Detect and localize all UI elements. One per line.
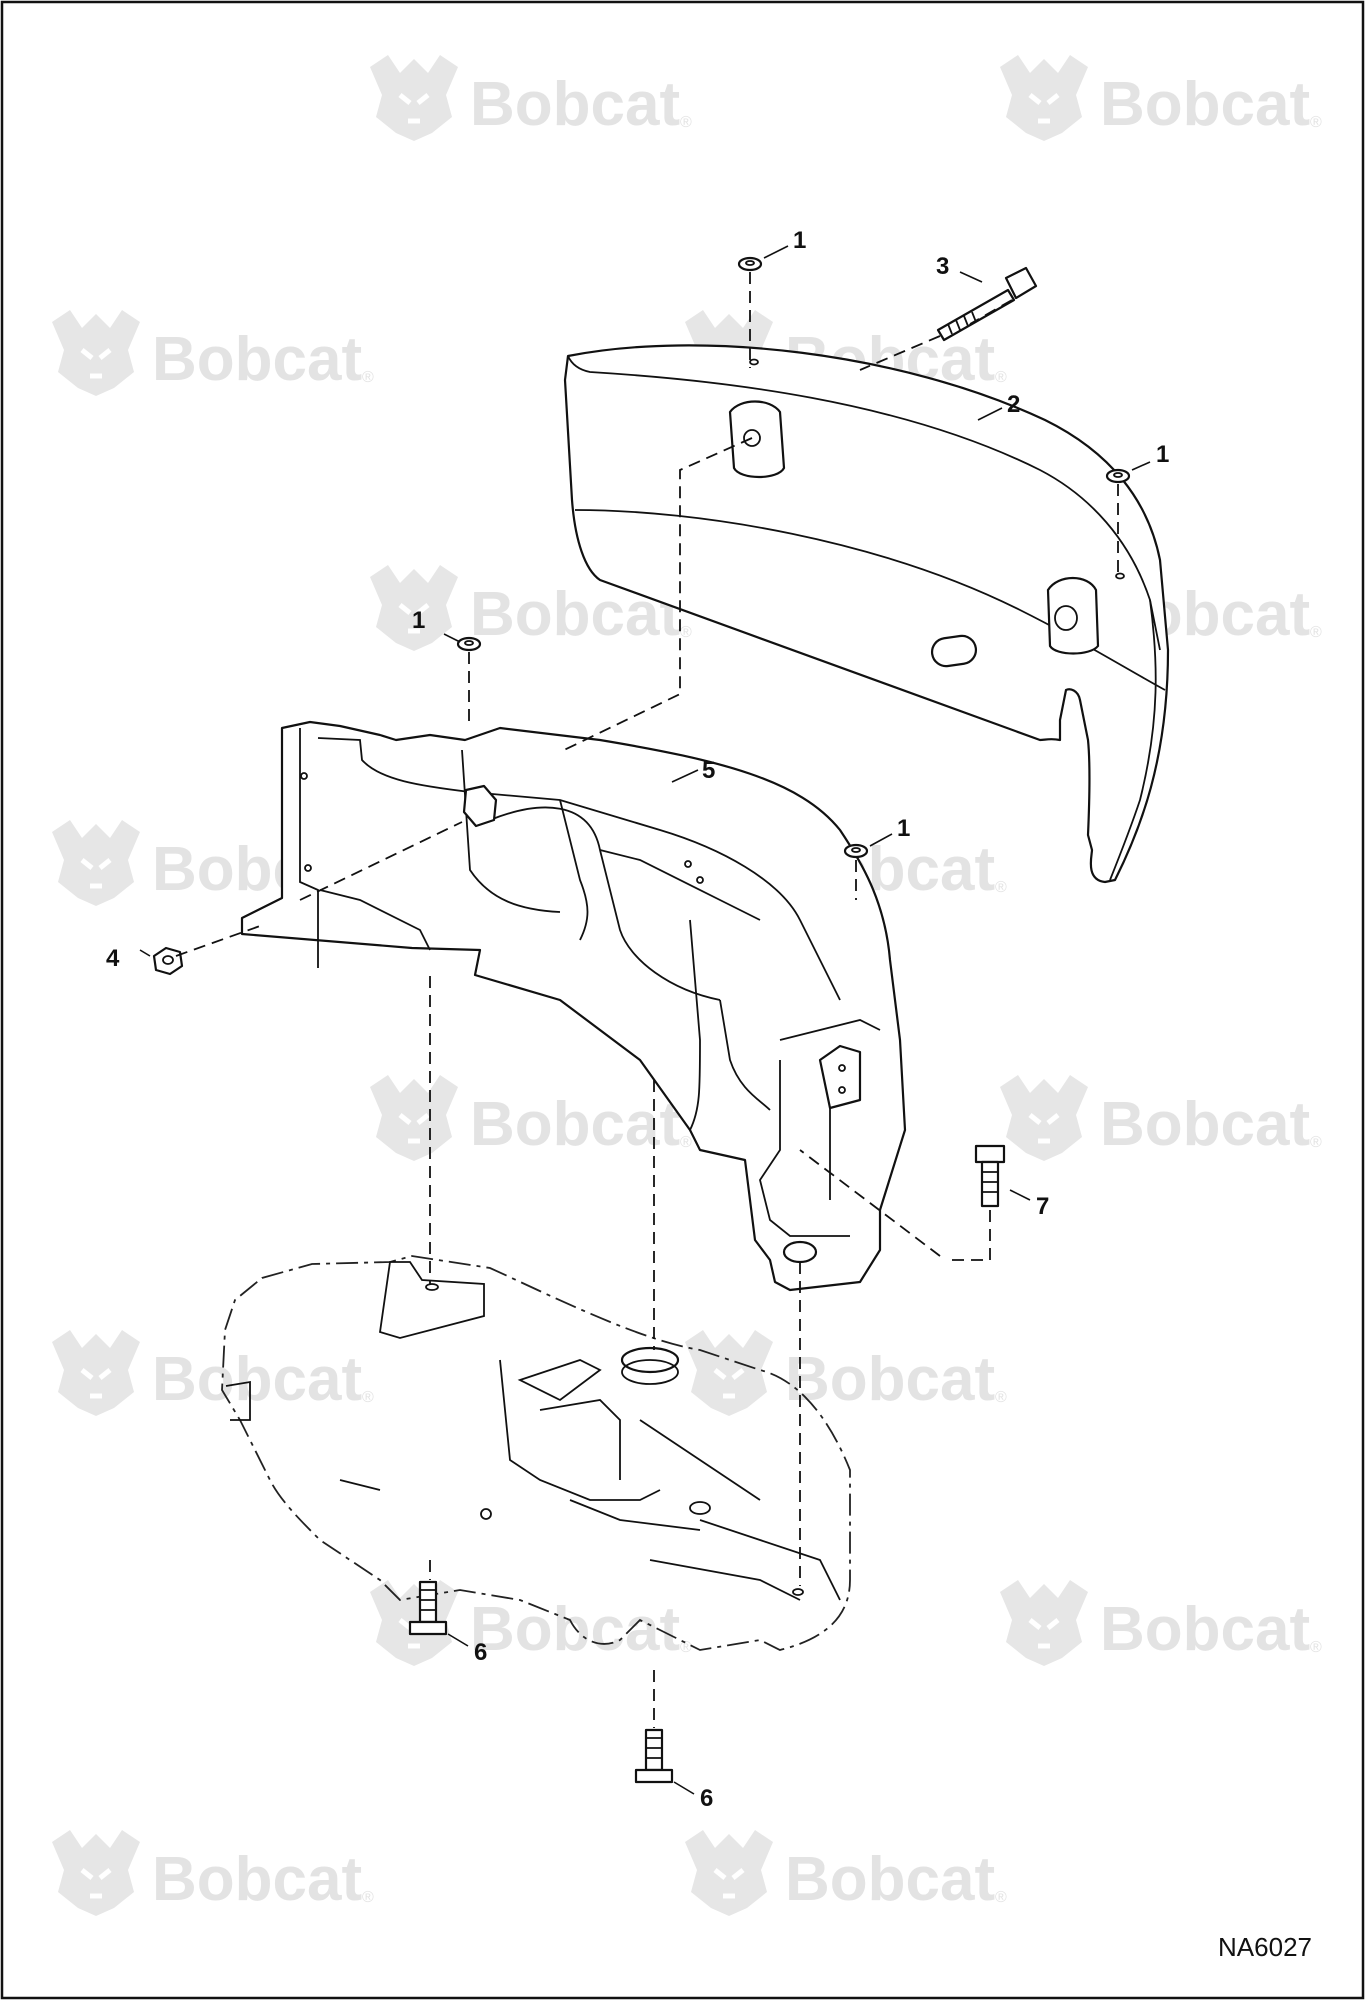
watermark-mark: ® xyxy=(1310,1639,1322,1656)
watermark-text: Bobcat xyxy=(470,70,680,139)
watermark-text: Bobcat xyxy=(470,1090,680,1159)
washer-right-icon xyxy=(1105,468,1131,484)
watermark-mark: ® xyxy=(362,1889,374,1906)
bottom-bolt-center-icon xyxy=(634,1728,674,1784)
watermark-text: Bobcat xyxy=(1100,70,1310,139)
bottom-bolt-left-icon xyxy=(408,1580,448,1636)
washer-bracket-icon xyxy=(843,843,869,859)
watermark-mark: ® xyxy=(1310,1134,1322,1151)
watermark-text: Bobcat xyxy=(152,1345,362,1414)
long-bolt-icon xyxy=(936,266,1038,342)
callout-counterweight: 2 xyxy=(1007,391,1020,418)
mounting-bracket-part xyxy=(240,720,907,1292)
watermark-mark: ® xyxy=(995,369,1007,386)
watermark-mark: ® xyxy=(362,1389,374,1406)
watermark-mark: ® xyxy=(680,1134,692,1151)
callout-nut: 4 xyxy=(106,945,120,972)
watermark-mark: ® xyxy=(680,1639,692,1656)
callout-bracket: 5 xyxy=(702,757,715,784)
callout-washer-right: 1 xyxy=(1156,441,1169,468)
washer-top-center-icon xyxy=(737,256,763,272)
watermark-layer: Bobcat® Bobcat® Bobcat® Bobcat® Bobcat® … xyxy=(52,55,1322,1916)
leader-lines xyxy=(139,245,1151,1795)
machine-frame-phantom xyxy=(221,1255,851,1651)
watermark-text: Bobcat xyxy=(152,1845,362,1914)
side-bolt-icon xyxy=(974,1144,1006,1208)
assembly-centerlines xyxy=(175,272,1119,1728)
callout-washer-top-center: 1 xyxy=(793,227,806,254)
watermark-text: Bobcat xyxy=(785,1845,995,1914)
hex-nut-icon xyxy=(152,946,184,976)
callout-washer-left: 1 xyxy=(412,607,425,634)
watermark-mark: ® xyxy=(1310,624,1322,641)
callout-bolt-side: 7 xyxy=(1036,1193,1049,1220)
watermark-mark: ® xyxy=(1310,114,1322,131)
callout-bolt-bottom-left: 6 xyxy=(474,1639,487,1666)
watermark-mark: ® xyxy=(680,624,692,641)
callout-washer-bracket: 1 xyxy=(897,815,910,842)
washer-left-icon xyxy=(456,636,482,652)
watermark-text: Bobcat xyxy=(1100,1090,1310,1159)
watermark-mark: ® xyxy=(362,369,374,386)
callout-labels: 1 3 2 1 1 5 1 4 7 6 6 xyxy=(106,227,1169,1812)
callout-bolt-bottom-center: 6 xyxy=(700,1785,713,1812)
watermark-mark: ® xyxy=(995,1889,1007,1906)
watermark-mark: ® xyxy=(680,114,692,131)
watermark-text: Bobcat xyxy=(785,1345,995,1414)
watermark-text: Bobcat xyxy=(152,325,362,394)
watermark-mark: ® xyxy=(995,1389,1007,1406)
figure-id: NA6027 xyxy=(1218,1932,1312,1962)
watermark-text: Bobcat xyxy=(1100,1595,1310,1664)
callout-bolt-long: 3 xyxy=(936,253,949,280)
counterweight-part xyxy=(563,344,1170,884)
watermark-mark: ® xyxy=(995,879,1007,896)
